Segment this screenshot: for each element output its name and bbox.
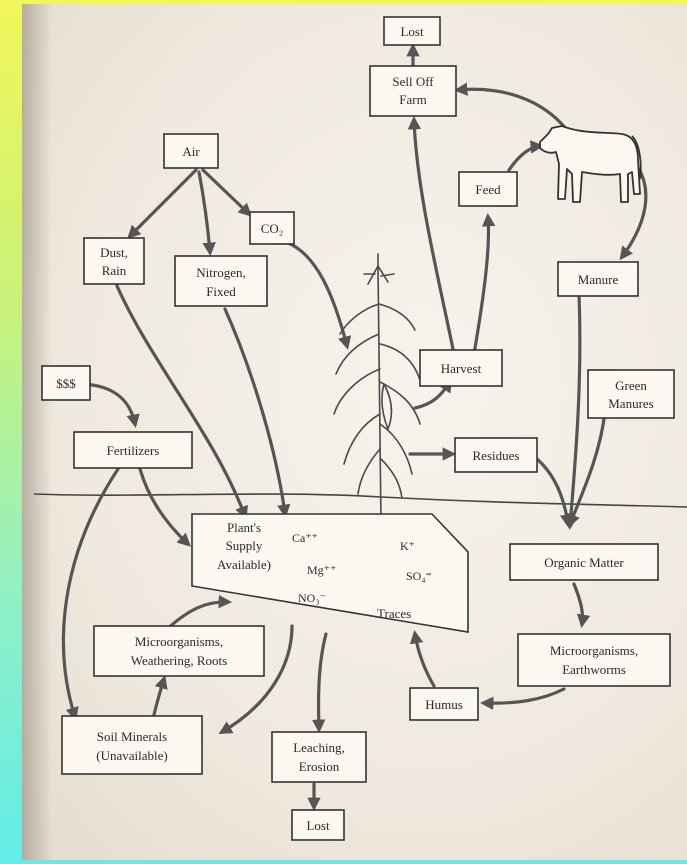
node-sell-off-farm: Sell Off Farm	[369, 65, 457, 117]
label-humus: Humus	[425, 697, 463, 712]
label-plant-supply-1: Plant's	[227, 520, 261, 535]
label-micro-weathering-1: Microorganisms,	[135, 634, 223, 649]
node-micro-weathering: Microorganisms, Weathering, Roots	[93, 625, 265, 677]
label-fixed: Fixed	[206, 284, 236, 299]
node-leaching-erosion: Leaching, Erosion	[271, 731, 367, 783]
label-fertilizers: Fertilizers	[107, 443, 160, 458]
cow-icon	[539, 125, 642, 203]
nutrient-mg: Mg⁺⁺	[307, 563, 336, 577]
node-air: Air	[163, 133, 219, 169]
label-manures: Manures	[608, 396, 654, 411]
nutrient-traces: Traces	[377, 606, 411, 621]
label-micro-earthworms-1: Microorganisms,	[550, 643, 638, 658]
node-fertilizers: Fertilizers	[73, 431, 193, 469]
label-feed: Feed	[475, 182, 501, 197]
label-organic-matter: Organic Matter	[544, 555, 624, 570]
label-manure: Manure	[578, 272, 619, 287]
label-leaching: Leaching,	[293, 740, 345, 755]
label-micro-weathering-2: Weathering, Roots	[131, 653, 227, 668]
label-harvest: Harvest	[441, 361, 482, 376]
node-organic-matter: Organic Matter	[509, 543, 659, 581]
label-plant-supply-3: Available)	[217, 557, 271, 572]
node-lost-bottom: Lost	[291, 809, 345, 841]
page-shadow	[22, 4, 52, 860]
flow-arrows	[61, 42, 648, 812]
label-air: Air	[182, 144, 200, 159]
nutrient-ca: Ca⁺⁺	[292, 531, 318, 545]
label-lost-top: Lost	[400, 24, 424, 39]
node-harvest: Harvest	[419, 349, 503, 387]
nutrient-cycle-diagram: Lost Sell Off Farm Air CO₂ Feed Dust, Ra…	[33, 16, 687, 841]
label-micro-earthworms-2: Earthworms	[562, 662, 626, 677]
node-feed: Feed	[458, 171, 518, 207]
node-residues: Residues	[454, 437, 538, 473]
nutrient-k: K⁺	[400, 539, 415, 553]
nutrient-no3: NO₃⁻	[298, 591, 326, 605]
label-money: $$$	[56, 376, 76, 391]
node-green-manures: Green Manures	[587, 369, 675, 419]
label-plant-supply-2: Supply	[226, 538, 263, 553]
label-dust: Dust,	[100, 245, 128, 260]
label-residues: Residues	[473, 448, 520, 463]
label-co2: CO₂	[261, 221, 284, 236]
label-nitrogen: Nitrogen,	[196, 265, 245, 280]
node-dust-rain: Dust, Rain	[83, 237, 145, 285]
node-money: $$$	[41, 365, 91, 401]
label-green: Green	[615, 378, 647, 393]
label-erosion: Erosion	[299, 759, 340, 774]
node-micro-earthworms: Microorganisms, Earthworms	[517, 633, 671, 687]
node-lost-top: Lost	[383, 16, 441, 46]
label-sell-off-2: Farm	[399, 92, 426, 107]
soil-surface-line	[33, 493, 687, 508]
node-manure: Manure	[557, 261, 639, 297]
book-page: Lost Sell Off Farm Air CO₂ Feed Dust, Ra…	[22, 4, 687, 860]
node-humus: Humus	[409, 687, 479, 721]
nutrient-so4: SO₄⁼	[406, 569, 432, 583]
label-lost-bottom: Lost	[306, 818, 330, 833]
node-soil-minerals: Soil Minerals (Unavailable)	[61, 715, 203, 775]
label-soil-minerals-2: (Unavailable)	[96, 748, 167, 763]
label-soil-minerals-1: Soil Minerals	[97, 729, 167, 744]
node-nitrogen-fixed: Nitrogen, Fixed	[174, 255, 268, 307]
node-plant-supply: Plant's Supply Available) Ca⁺⁺ K⁺ Mg⁺⁺ S…	[191, 513, 469, 633]
label-rain: Rain	[102, 263, 127, 278]
label-sell-off-1: Sell Off	[392, 74, 434, 89]
node-co2: CO₂	[249, 211, 295, 245]
